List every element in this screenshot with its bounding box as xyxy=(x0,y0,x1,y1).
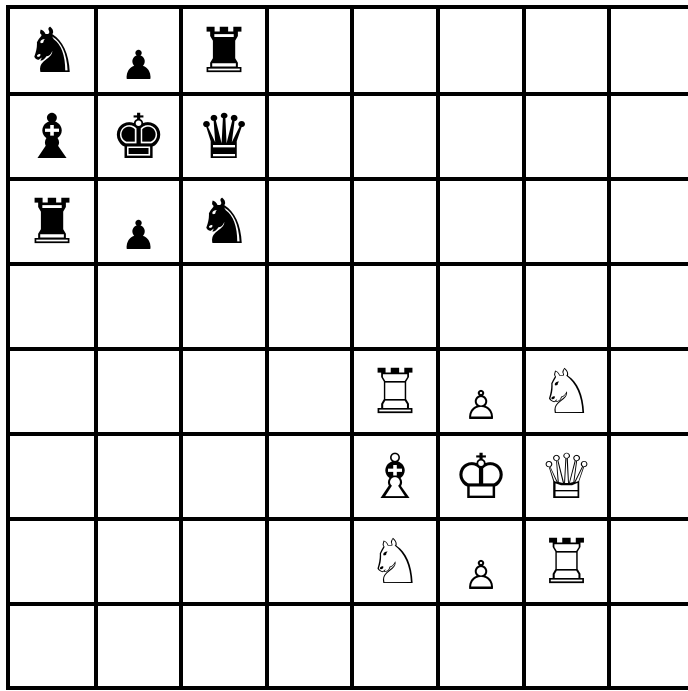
board-square[interactable] xyxy=(440,266,522,347)
board-square[interactable] xyxy=(269,266,350,347)
board-square[interactable] xyxy=(440,181,522,262)
board-square[interactable] xyxy=(354,181,436,262)
board-square[interactable] xyxy=(440,606,522,686)
black-rook-icon[interactable]: ♜ xyxy=(10,181,94,262)
board-square[interactable] xyxy=(611,181,688,262)
black-pawn-icon[interactable]: ♟ xyxy=(98,9,179,92)
board-square[interactable] xyxy=(269,9,350,92)
white-knight-icon[interactable]: ♘ xyxy=(354,521,436,602)
board-square[interactable] xyxy=(98,436,179,517)
black-king-icon[interactable]: ♚ xyxy=(98,96,179,177)
white-bishop-icon[interactable]: ♗ xyxy=(354,436,436,517)
black-bishop-icon[interactable]: ♝ xyxy=(10,96,94,177)
board-square[interactable] xyxy=(611,521,688,602)
board-square[interactable] xyxy=(611,9,688,92)
board-square[interactable] xyxy=(526,606,607,686)
board-square[interactable] xyxy=(354,266,436,347)
board-square[interactable] xyxy=(526,266,607,347)
board-square[interactable] xyxy=(269,521,350,602)
white-king-icon[interactable]: ♔ xyxy=(440,436,522,517)
black-queen-icon[interactable]: ♛ xyxy=(183,96,265,177)
board-square[interactable] xyxy=(10,436,94,517)
board-square[interactable] xyxy=(269,181,350,262)
board-square[interactable] xyxy=(10,521,94,602)
board-square[interactable] xyxy=(611,606,688,686)
board-square[interactable] xyxy=(611,351,688,432)
board-square[interactable] xyxy=(440,96,522,177)
board-square[interactable] xyxy=(269,96,350,177)
board-square[interactable] xyxy=(183,436,265,517)
board-square[interactable] xyxy=(440,9,522,92)
white-rook-icon[interactable]: ♖ xyxy=(354,351,436,432)
board-square[interactable] xyxy=(269,606,350,686)
board-square[interactable] xyxy=(183,521,265,602)
black-knight-icon[interactable]: ♞ xyxy=(10,9,94,92)
board-square[interactable] xyxy=(269,351,350,432)
black-knight-icon[interactable]: ♞ xyxy=(183,181,265,262)
white-queen-icon[interactable]: ♕ xyxy=(526,436,607,517)
board-square[interactable] xyxy=(98,351,179,432)
board-square[interactable] xyxy=(10,351,94,432)
board-square[interactable] xyxy=(526,96,607,177)
board-square[interactable] xyxy=(611,266,688,347)
board-square[interactable] xyxy=(183,266,265,347)
black-rook-icon[interactable]: ♜ xyxy=(183,9,265,92)
black-pawn-icon[interactable]: ♟ xyxy=(98,181,179,262)
board-square[interactable] xyxy=(611,96,688,177)
grid-line-horizontal xyxy=(6,686,688,690)
board-square[interactable] xyxy=(98,521,179,602)
board-square[interactable] xyxy=(98,606,179,686)
white-pawn-icon[interactable]: ♙ xyxy=(440,521,522,602)
board-square[interactable] xyxy=(526,9,607,92)
board-square[interactable] xyxy=(10,606,94,686)
board-square[interactable] xyxy=(98,266,179,347)
board-square[interactable] xyxy=(354,96,436,177)
board-square[interactable] xyxy=(354,9,436,92)
board-square[interactable] xyxy=(526,181,607,262)
board-square[interactable] xyxy=(183,351,265,432)
white-knight-icon[interactable]: ♘ xyxy=(526,351,607,432)
board-square[interactable] xyxy=(269,436,350,517)
white-rook-icon[interactable]: ♖ xyxy=(526,521,607,602)
white-pawn-icon[interactable]: ♙ xyxy=(440,351,522,432)
board-square[interactable] xyxy=(611,436,688,517)
board-square[interactable] xyxy=(354,606,436,686)
board-square[interactable] xyxy=(183,606,265,686)
board-square[interactable] xyxy=(10,266,94,347)
